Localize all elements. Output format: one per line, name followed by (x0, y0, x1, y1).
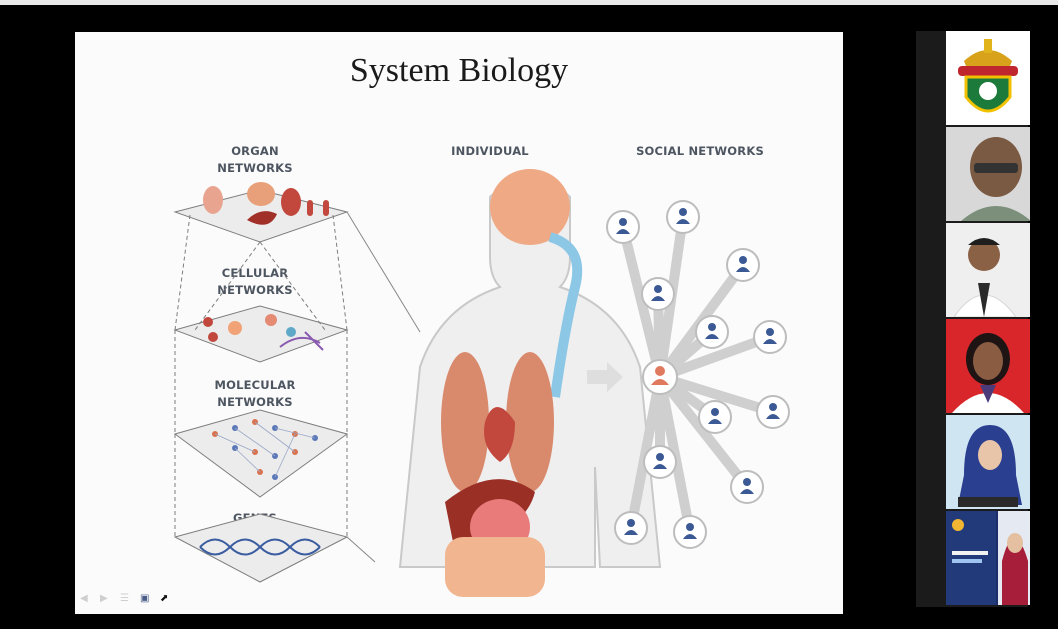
molecular-networks-label: MOLECULAR NETWORKS (200, 377, 310, 411)
presentation-controls: ◀ ▶ ☰ ▣ ⬈ (80, 591, 172, 607)
cellular-networks-label-line1: CELLULAR (221, 266, 289, 280)
system-biology-illustration (173, 169, 790, 597)
university-emblem-icon (958, 39, 1018, 113)
screen-icon[interactable]: ▣ (140, 593, 150, 604)
window-top-strip (0, 0, 1058, 5)
participant-tile-3[interactable] (946, 223, 1030, 317)
mouse-cursor-icon: ⬈ (160, 593, 169, 604)
cellular-networks-label: CELLULAR NETWORKS (200, 265, 310, 299)
molecular-networks-label-line1: MOLECULAR (214, 378, 296, 392)
menu-icon[interactable]: ☰ (120, 593, 129, 604)
organ-icons (203, 182, 329, 225)
social-networks-label: SOCIAL NETWORKS (636, 144, 764, 158)
slide-title: System Biology (349, 52, 569, 89)
dna-helix-icon (199, 538, 321, 556)
participant-tile-2[interactable] (946, 127, 1030, 221)
organ-networks-label-line1: ORGAN (231, 144, 279, 158)
organ-networks-label-line2: NETWORKS (217, 161, 293, 175)
cellular-networks-label-line2: NETWORKS (217, 283, 293, 297)
previous-icon[interactable]: ◀ (80, 593, 88, 604)
social-nodes (606, 200, 790, 549)
participant-tile-5[interactable] (946, 415, 1030, 509)
cell-icons (203, 314, 324, 351)
individual-label: INDIVIDUAL (451, 144, 529, 158)
network-layers (173, 189, 421, 583)
participant-woman-poster (946, 511, 1030, 605)
participant-tile-4[interactable] (946, 319, 1030, 413)
participant-tile-6[interactable] (946, 511, 1030, 605)
participant-woman-hijab (958, 425, 1022, 507)
participant-man-glasses (946, 127, 1030, 221)
next-icon[interactable]: ▶ (100, 593, 108, 604)
molecular-networks-label-line2: NETWORKS (217, 395, 293, 409)
human-body-figure (398, 169, 662, 597)
organ-networks-label: ORGAN NETWORKS (200, 143, 310, 177)
presentation-slide: System Biology ORGAN NETWORKS CELLULAR N… (75, 32, 843, 614)
molecule-network (212, 419, 318, 480)
arrow-right-icon (587, 362, 623, 392)
participant-woman-labcoat (952, 333, 1024, 413)
participant-tile-logo[interactable] (946, 31, 1030, 125)
participant-man-labcoat (953, 238, 1017, 317)
